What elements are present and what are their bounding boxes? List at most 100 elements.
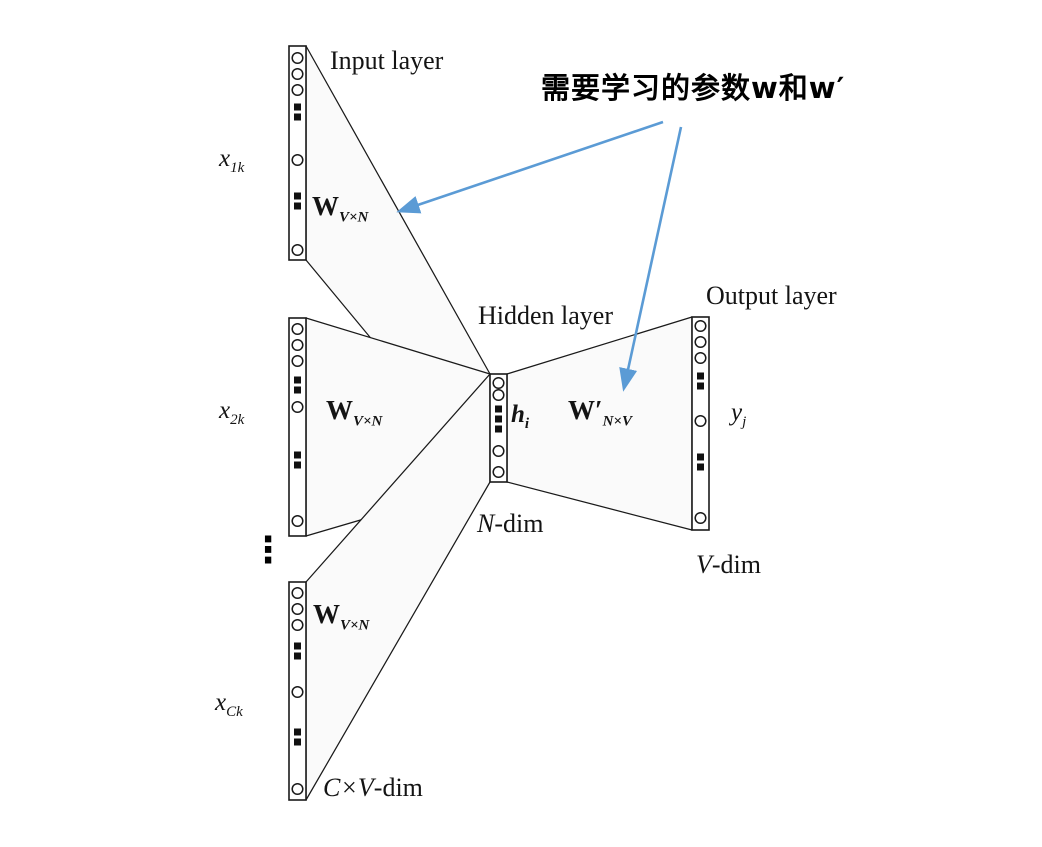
neuron-circle [492, 376, 505, 390]
w3-base: W [313, 599, 340, 629]
x1-subscript: 1k [230, 160, 245, 176]
input-column-1 [288, 45, 307, 261]
input-vector-xC-label: xCk [215, 689, 243, 721]
weight-matrix-3-label: WV×N [313, 599, 369, 634]
neuron-circle [694, 335, 707, 349]
hidden-dim-suffix: -dim [494, 509, 544, 538]
y-base: y [731, 399, 743, 426]
input-column-3 [288, 581, 307, 801]
output-layer-text: Output layer [706, 281, 837, 310]
neuron-circle [694, 414, 707, 428]
ellipsis-dot-icon [294, 652, 301, 660]
w2-base: W [326, 395, 353, 425]
arrow-to-weight-prime-matrix-icon [619, 126, 683, 392]
hidden-layer-text: Hidden layer [478, 301, 614, 330]
h-subscript: i [524, 416, 530, 432]
xC-subscript: Ck [226, 704, 243, 720]
ellipsis-dot-icon [294, 192, 301, 200]
input-layer-text: Input layer [330, 46, 444, 75]
neuron-circle [291, 338, 304, 352]
neuron-circle [492, 465, 505, 479]
column-ellipsis-glyph: ⋮ [250, 530, 286, 571]
neuron-circle [291, 354, 304, 368]
neuron-circle [291, 322, 304, 336]
neuron-circle [291, 51, 304, 65]
hidden-vector-h-label: hi [511, 401, 529, 433]
w2-subscript: V×N [353, 413, 383, 430]
x2-subscript: 2k [230, 412, 245, 428]
input-dim-suffix: -dim [373, 773, 423, 802]
input-column-1-frame [288, 45, 307, 261]
ellipsis-dot-icon [495, 425, 502, 433]
weight-matrix-2-label: WV×N [326, 395, 382, 430]
hidden-dim-var: N [477, 509, 495, 538]
input-column-2-frame [288, 317, 307, 537]
ellipsis-dot-icon [495, 415, 502, 423]
ellipsis-dot-icon [294, 461, 301, 469]
annotation-arrows [396, 120, 683, 392]
neuron-circle [291, 400, 304, 414]
x1-base: x [219, 145, 231, 172]
ellipsis-dot-icon [697, 382, 704, 390]
neuron-circle [492, 444, 505, 458]
neuron-circle [291, 514, 304, 528]
w1-subscript: V×N [339, 209, 369, 226]
output-layer-label: Output layer [706, 281, 837, 311]
ellipsis-dot-icon [294, 451, 301, 459]
hidden-column [489, 373, 508, 483]
neuron-columns [288, 45, 710, 801]
hidden-dim-label: N-dim [477, 509, 543, 539]
neuron-circle [694, 351, 707, 365]
neuron-circle [694, 511, 707, 525]
weight-matrix-prime-label: W′N×V [568, 395, 632, 430]
ellipsis-dot-icon [697, 453, 704, 461]
connection-funnels [305, 45, 693, 801]
ellipsis-dot-icon [294, 376, 301, 384]
output-dim-label: V-dim [696, 550, 761, 580]
ellipsis-dot-icon [495, 405, 502, 413]
input-layer-label: Input layer [330, 46, 443, 76]
output-dim-suffix: -dim [711, 550, 761, 579]
neuron-circle [291, 618, 304, 632]
ellipsis-dot-icon [294, 386, 301, 394]
output-dim-var: V [696, 550, 712, 579]
neuron-circle [291, 153, 304, 167]
neuron-circle [291, 586, 304, 600]
neuron-circle [492, 388, 505, 402]
xC-base: x [215, 689, 227, 716]
annotation-text: 需要学习的参数w和w′ [541, 65, 845, 107]
input-vector-x2-label: x2k [219, 397, 244, 429]
neuron-circle [291, 602, 304, 616]
column-ellipsis: ⋮ [250, 533, 286, 569]
ellipsis-dot-icon [294, 113, 301, 121]
input-column-2 [288, 317, 307, 537]
neuron-circle [291, 67, 304, 81]
neuron-circle [291, 243, 304, 257]
w-prime-subscript: N×V [602, 413, 632, 430]
neuron-circle [291, 685, 304, 699]
w3-subscript: V×N [340, 617, 370, 634]
ellipsis-dot-icon [697, 372, 704, 380]
output-column [691, 316, 710, 531]
y-subscript: j [742, 414, 747, 430]
ellipsis-dot-icon [294, 202, 301, 210]
input-dim-label: C×V-dim [323, 773, 423, 803]
neuron-circle [291, 782, 304, 796]
ellipsis-dot-icon [294, 642, 301, 650]
x2-base: x [219, 397, 231, 424]
neuron-circle [291, 83, 304, 97]
annotation-string: 需要学习的参数w和w′ [541, 71, 846, 105]
arrow-to-weight-matrix-icon [396, 120, 664, 214]
hidden-layer-label: Hidden layer [478, 301, 613, 331]
ellipsis-dot-icon [294, 738, 301, 746]
output-vector-y-label: yj [731, 399, 746, 431]
input-dim-var: C×V [323, 773, 374, 802]
input-vector-x1-label: x1k [219, 145, 244, 177]
w1-base: W [312, 191, 339, 221]
neuron-circle [694, 319, 707, 333]
h-base: h [511, 401, 525, 428]
w-prime-base: W′ [568, 395, 603, 425]
ellipsis-dot-icon [294, 728, 301, 736]
